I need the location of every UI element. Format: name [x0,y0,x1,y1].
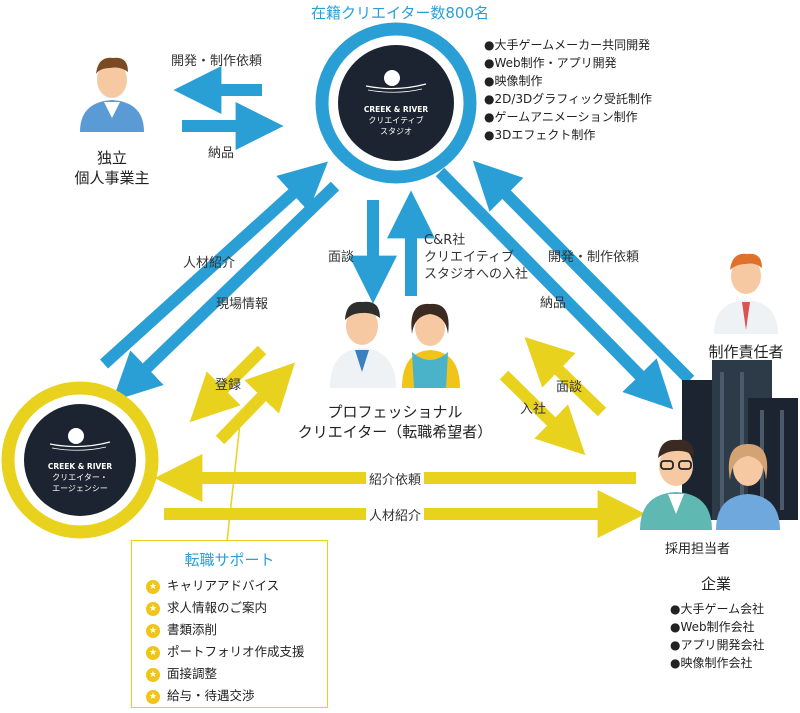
star-icon: ★ [146,690,160,704]
agency-label-line2: エージェンシー [52,484,108,493]
independent-person-icon [80,57,144,132]
label-join-line1: C&R社 [424,233,466,248]
manager-name: 制作責任者 [708,343,784,361]
company-title: 企業 [700,575,731,593]
support-item-label: 面接調整 [167,666,218,681]
agency-brand: CREEK & RIVER クリエイター・ エージェンシー [40,461,120,494]
agency-node [1,381,159,539]
arrow-mendan-to-creators [524,336,607,417]
label-touroku: 登録 [215,378,242,393]
creator-name: プロフェッショナル クリエイター（転職希望者） [290,402,500,442]
label-join-line3: スタジオへの入社 [424,267,529,282]
independent-line2: 個人事業主 [74,169,150,187]
agency-brand-name: CREEK & RIVER [47,462,113,471]
agency-logo-icon [68,428,84,444]
studio-brand: CREEK & RIVER クリエイティブ スタジオ [356,104,436,137]
label-jinzai-shoukai-left: 人材紹介 [183,256,236,271]
recruiters-icon [640,439,780,530]
studio-services-list: ●大手ゲームメーカー共同開発 ●Web制作・アプリ開発 ●映像制作 ●2D/3D… [484,36,652,144]
studio-label-line2: スタジオ [380,127,412,136]
support-item: ★ 求人情報のご案内 [146,597,305,619]
support-item-label: キャリアアドバイス [167,578,280,593]
star-icon: ★ [146,602,160,616]
arrow-dev-request-to-studio [472,160,695,385]
star-icon: ★ [146,646,160,660]
studio-node [315,22,477,184]
list-item: ●Web制作・アプリ開発 [484,56,617,70]
list-item: ●映像制作会社 [670,656,753,670]
star-icon: ★ [146,580,160,594]
label-nyusha: 入社 [520,402,547,417]
support-item: ★ 書類添削 [146,619,305,641]
recruiter-name: 採用担当者 [665,542,731,557]
label-mendan-right: 面談 [556,380,583,395]
independent-line1: 独立 [96,149,127,167]
support-item: ★ キャリアアドバイス [146,575,305,597]
career-support-box: 転職サポート ★ キャリアアドバイス ★ 求人情報のご案内 ★ 書類添削 ★ ポートフォ… [131,540,328,708]
manager-person-icon [714,253,778,334]
creator-line2: クリエイター（転職希望者） [297,423,493,441]
support-title: 転職サポート [184,551,275,569]
creator-line1: プロフェッショナル [327,403,463,421]
label-dev-request-left: 開発・制作依頼 [171,54,263,69]
list-item: ●大手ゲームメーカー共同開発 [484,38,651,52]
support-item-label: 求人情報のご案内 [167,600,268,615]
label-genba-jouhou: 現場情報 [216,297,269,312]
independent-name: 独立 個人事業主 [62,148,162,188]
label-jinzai-shoukai-bottom: 人材紹介 [366,505,425,524]
list-item: ●3Dエフェクト制作 [484,128,596,142]
support-list: ★キャリアアドバイス ★求人情報のご案内 ★書類添削 ★ポートフォリオ作成支援 … [146,575,305,707]
list-item: ●映像制作 [484,74,543,88]
page-title: 在籍クリエイター数800名 [310,4,490,22]
arrow-nyusha-to-company [499,370,586,456]
label-delivery-left: 納品 [208,146,235,161]
list-item: ●Web制作会社 [670,620,755,634]
label-shoukai-irai: 紹介依頼 [366,469,425,488]
support-item: ★ 面接調整 [146,663,305,685]
studio-logo-icon [384,70,400,86]
arrow-support-to-creators [215,362,296,445]
label-join-line2: クリエイティブ [424,250,514,265]
support-item-label: 給与・待遇交渉 [167,688,255,703]
label-mendan-center: 面談 [328,250,355,265]
label-join: C&R社 クリエイティブ スタジオへの入社 [424,232,528,283]
list-item: ●アプリ開発会社 [670,638,765,652]
company-list: ●大手ゲーム会社 ●Web制作会社 ●アプリ開発会社 ●映像制作会社 [670,600,764,672]
star-icon: ★ [146,624,160,638]
arrow-jinzai-to-studio [99,161,329,369]
arrow-touroku-to-agency [189,345,267,423]
studio-brand-name: CREEK & RIVER [363,105,429,114]
creators-icon [330,301,460,388]
support-item: ★ ポートフォリオ作成支援 [146,641,305,663]
list-item: ●ゲームアニメーション制作 [484,110,638,124]
agency-label-line1: クリエイター・ [52,473,108,482]
arrow-delivery-to-company [435,167,674,410]
arrow-genba-to-agency [112,181,340,402]
support-item-label: ポートフォリオ作成支援 [167,644,305,659]
studio-label-line1: クリエイティブ [368,116,424,125]
label-dev-request-right: 開発・制作依頼 [548,250,640,265]
list-item: ●2D/3Dグラフィック受託制作 [484,92,653,106]
star-icon: ★ [146,668,160,682]
list-item: ●大手ゲーム会社 [670,602,765,616]
support-item: ★ 給与・待遇交渉 [146,685,305,707]
support-item-label: 書類添削 [167,622,218,637]
label-delivery-right: 納品 [540,296,567,311]
